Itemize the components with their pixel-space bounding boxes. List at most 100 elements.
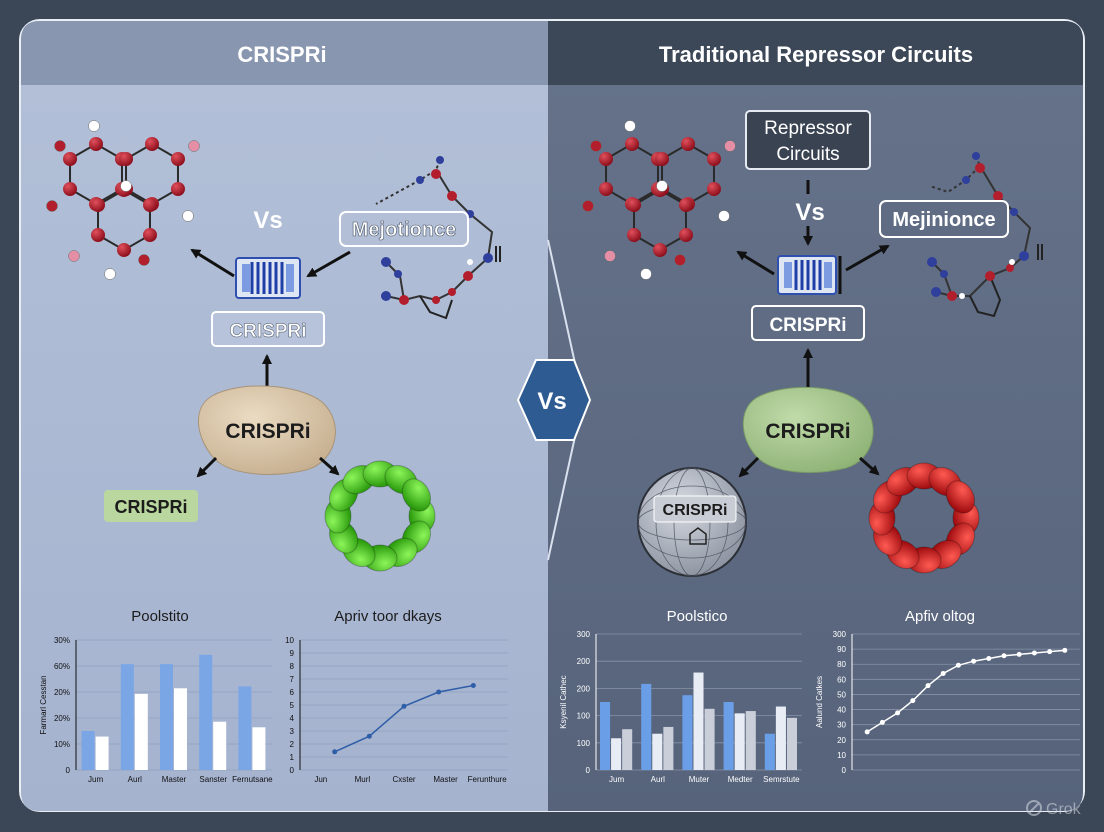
molecule-atom bbox=[46, 200, 58, 212]
molecule-atom bbox=[63, 182, 78, 196]
left-green-label-text: CRISPRi bbox=[114, 497, 187, 517]
left-arrow-down-left bbox=[196, 456, 218, 478]
left-arrow-from-label bbox=[306, 250, 351, 278]
y-tick-label: 100 bbox=[577, 712, 591, 721]
molecule-atom bbox=[674, 254, 686, 266]
bar bbox=[764, 733, 775, 770]
y-tick-label: 2 bbox=[290, 740, 295, 749]
molecule-atom bbox=[653, 243, 667, 257]
x-tick-label: Master bbox=[162, 775, 187, 784]
y-tick-label: 80 bbox=[837, 660, 846, 669]
y-axis-label: Aalund Catkes bbox=[815, 676, 824, 728]
molecule-atom bbox=[678, 228, 693, 242]
molecule-atom bbox=[624, 120, 636, 132]
bar bbox=[611, 738, 622, 770]
molecule-atom bbox=[104, 268, 116, 280]
y-tick-label: 0 bbox=[290, 766, 295, 775]
right-arrow-to-molecule bbox=[736, 250, 775, 276]
data-point bbox=[436, 689, 442, 695]
y-tick-label: 0 bbox=[842, 766, 847, 775]
data-point bbox=[955, 662, 961, 668]
left-green-label bbox=[104, 490, 198, 522]
bar bbox=[723, 702, 734, 770]
y-tick-label: 300 bbox=[833, 630, 847, 639]
x-tick-label: Jum bbox=[609, 775, 624, 784]
bar bbox=[652, 733, 663, 770]
right-repressor-box bbox=[745, 110, 871, 170]
data-point bbox=[401, 703, 407, 709]
bar bbox=[213, 721, 227, 770]
left-label-box-text: Mejotionce bbox=[352, 219, 456, 241]
data-point bbox=[925, 683, 931, 689]
bar bbox=[160, 664, 173, 770]
molecule-atom bbox=[678, 198, 693, 212]
center-vs-badge: Vs bbox=[516, 359, 592, 441]
molecule-atom bbox=[89, 137, 103, 151]
data-point bbox=[910, 698, 916, 704]
chart-title: Apfiv oltog bbox=[905, 608, 975, 625]
y-axis-label: Farmarl Cesstan bbox=[39, 675, 48, 734]
molecule-atom bbox=[54, 140, 66, 152]
bar bbox=[622, 729, 633, 770]
molecule-atom bbox=[655, 152, 670, 166]
left-label-box bbox=[339, 211, 469, 247]
y-tick-label: 20 bbox=[837, 736, 846, 745]
data-point bbox=[470, 683, 476, 688]
left-vs-label: Vs bbox=[253, 207, 282, 234]
y-tick-label: 200 bbox=[577, 657, 591, 666]
molecule-atom bbox=[681, 137, 695, 151]
left-coil-icon bbox=[235, 257, 301, 299]
center-vs-text: Vs bbox=[537, 388, 566, 415]
right-repressor-line1: Repressor bbox=[764, 118, 852, 139]
y-tick-label: 30% bbox=[54, 636, 70, 645]
x-tick-label: Sanster bbox=[199, 775, 227, 784]
y-tick-label: 9 bbox=[290, 649, 295, 658]
y-tick-label: 100 bbox=[577, 739, 591, 748]
series-line bbox=[866, 649, 1065, 733]
bar bbox=[238, 686, 252, 770]
molecule-atom bbox=[604, 250, 616, 262]
left-header bbox=[21, 21, 548, 85]
molecule-atom bbox=[63, 152, 78, 166]
data-point bbox=[1001, 653, 1007, 659]
bar bbox=[641, 683, 652, 770]
molecule-atom bbox=[170, 182, 185, 196]
bar bbox=[120, 664, 134, 770]
bar bbox=[663, 726, 674, 770]
ring-segment bbox=[945, 480, 975, 514]
data-point bbox=[879, 719, 885, 725]
molecule-atom bbox=[117, 243, 131, 257]
data-point bbox=[332, 749, 338, 755]
y-tick-label: 5 bbox=[290, 701, 295, 710]
molecule-atom bbox=[182, 210, 194, 222]
left-title: CRISPRi bbox=[237, 42, 326, 67]
left-protein-ring bbox=[324, 460, 436, 572]
bar bbox=[600, 702, 611, 770]
data-point bbox=[986, 655, 992, 661]
molecule-atom bbox=[68, 250, 80, 262]
molecule-atom bbox=[145, 137, 159, 151]
y-tick-label: 6 bbox=[290, 688, 295, 697]
right-center-blob bbox=[742, 386, 874, 473]
y-tick-label: 4 bbox=[290, 714, 295, 723]
y-tick-label: 10 bbox=[837, 751, 846, 760]
x-tick-label: Fernutsane bbox=[232, 775, 273, 784]
right-arrow-to-label bbox=[845, 244, 890, 272]
left-arrow-to-molecule bbox=[190, 248, 235, 278]
ring-segment bbox=[401, 478, 431, 512]
bar bbox=[95, 736, 109, 770]
right-title: Traditional Repressor Circuits bbox=[659, 42, 973, 67]
right-center-blob-text: CRISPRi bbox=[765, 420, 850, 443]
y-tick-label: 0 bbox=[586, 766, 591, 775]
left-crispri-box bbox=[211, 311, 325, 347]
molecule-atom bbox=[91, 228, 106, 242]
right-crispri-box-text: CRISPRi bbox=[769, 315, 846, 336]
right-repressor-line2: Circuits bbox=[776, 144, 839, 165]
y-tick-label: 40 bbox=[837, 706, 846, 715]
bar bbox=[252, 727, 266, 770]
bar bbox=[775, 706, 786, 770]
molecule-atom bbox=[599, 182, 614, 196]
data-point bbox=[971, 658, 977, 664]
